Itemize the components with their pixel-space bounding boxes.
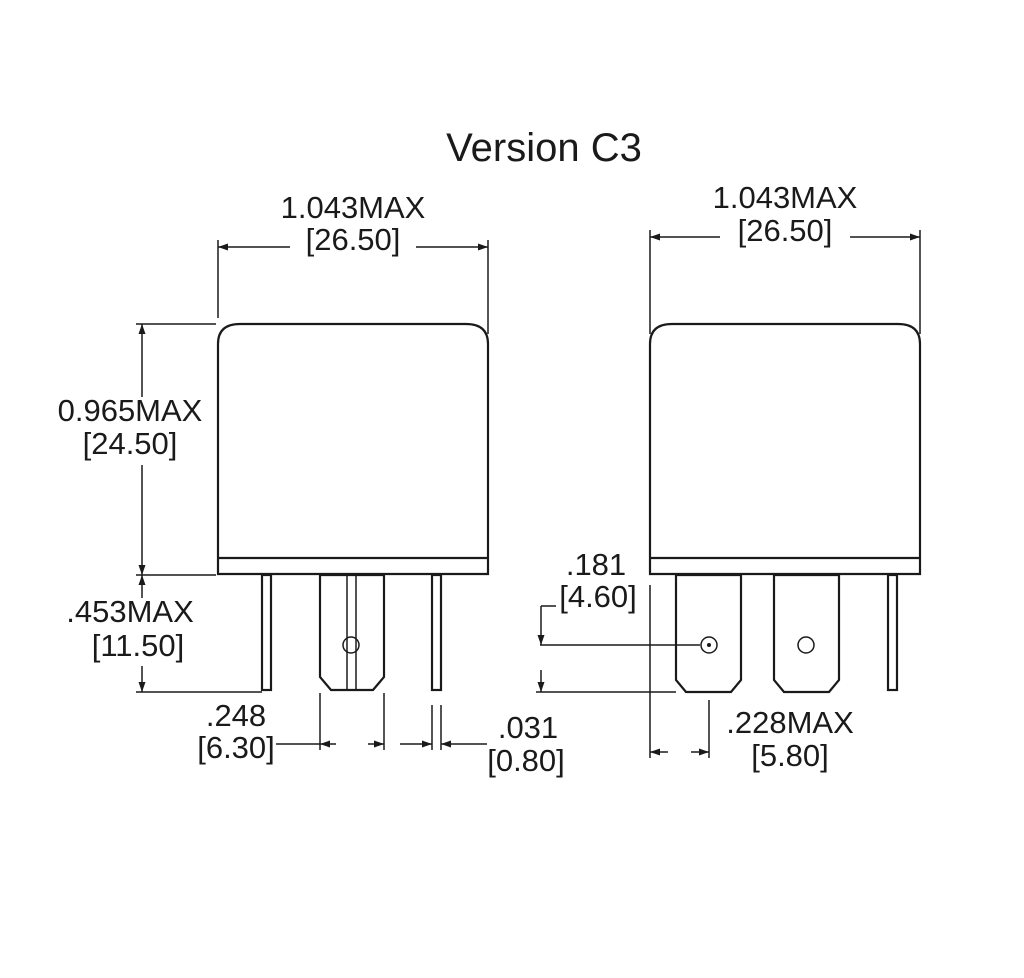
front-width-mm-label: [26.50] [306, 222, 401, 257]
side-width-mm-label: [26.50] [738, 213, 833, 248]
side-hole-height-mm-label: [4.60] [559, 579, 637, 614]
front-height-mm-label: [24.50] [83, 426, 178, 461]
side-blade-terminal-left [674, 573, 743, 694]
front-view: 1.043MAX [26.50] 0.965MAX [24.50] .453MA… [58, 190, 565, 778]
side-width-inch-label: 1.043MAX [713, 180, 858, 215]
side-relay-body [648, 322, 922, 576]
drawing-title: Version C3 [446, 126, 642, 170]
front-blade-hole [342, 636, 360, 654]
front-width-inch-label: 1.043MAX [281, 190, 426, 225]
side-blade-hole-center [707, 643, 711, 647]
front-pin-thickness-mm-label: [0.80] [487, 743, 565, 778]
front-terminal-width-inch-label: .248 [206, 698, 266, 733]
front-relay-body [216, 322, 490, 576]
side-hole-height-inch-label: .181 [566, 547, 626, 582]
front-pin-length-inch-label: .453MAX [66, 594, 194, 629]
side-view: 1.043MAX [26.50] .181 [4.60] .228MAX [5.… [536, 180, 922, 773]
front-right-pin [430, 573, 443, 692]
side-thin-pin [886, 573, 899, 692]
front-blade-terminal [318, 573, 386, 692]
front-pin-length-mm-label: [11.50] [92, 628, 185, 663]
front-left-pin [260, 573, 273, 692]
side-offset-mm-label: [5.80] [751, 738, 829, 773]
front-terminal-width-mm-label: [6.30] [197, 730, 275, 765]
front-height-inch-label: 0.965MAX [58, 393, 203, 428]
side-blade-hole-left [700, 636, 718, 654]
front-pin-thickness-inch-label: .031 [498, 710, 558, 745]
side-blade-hole-right [797, 636, 815, 654]
side-blade-terminal-right [772, 573, 841, 694]
side-offset-inch-label: .228MAX [726, 705, 854, 740]
